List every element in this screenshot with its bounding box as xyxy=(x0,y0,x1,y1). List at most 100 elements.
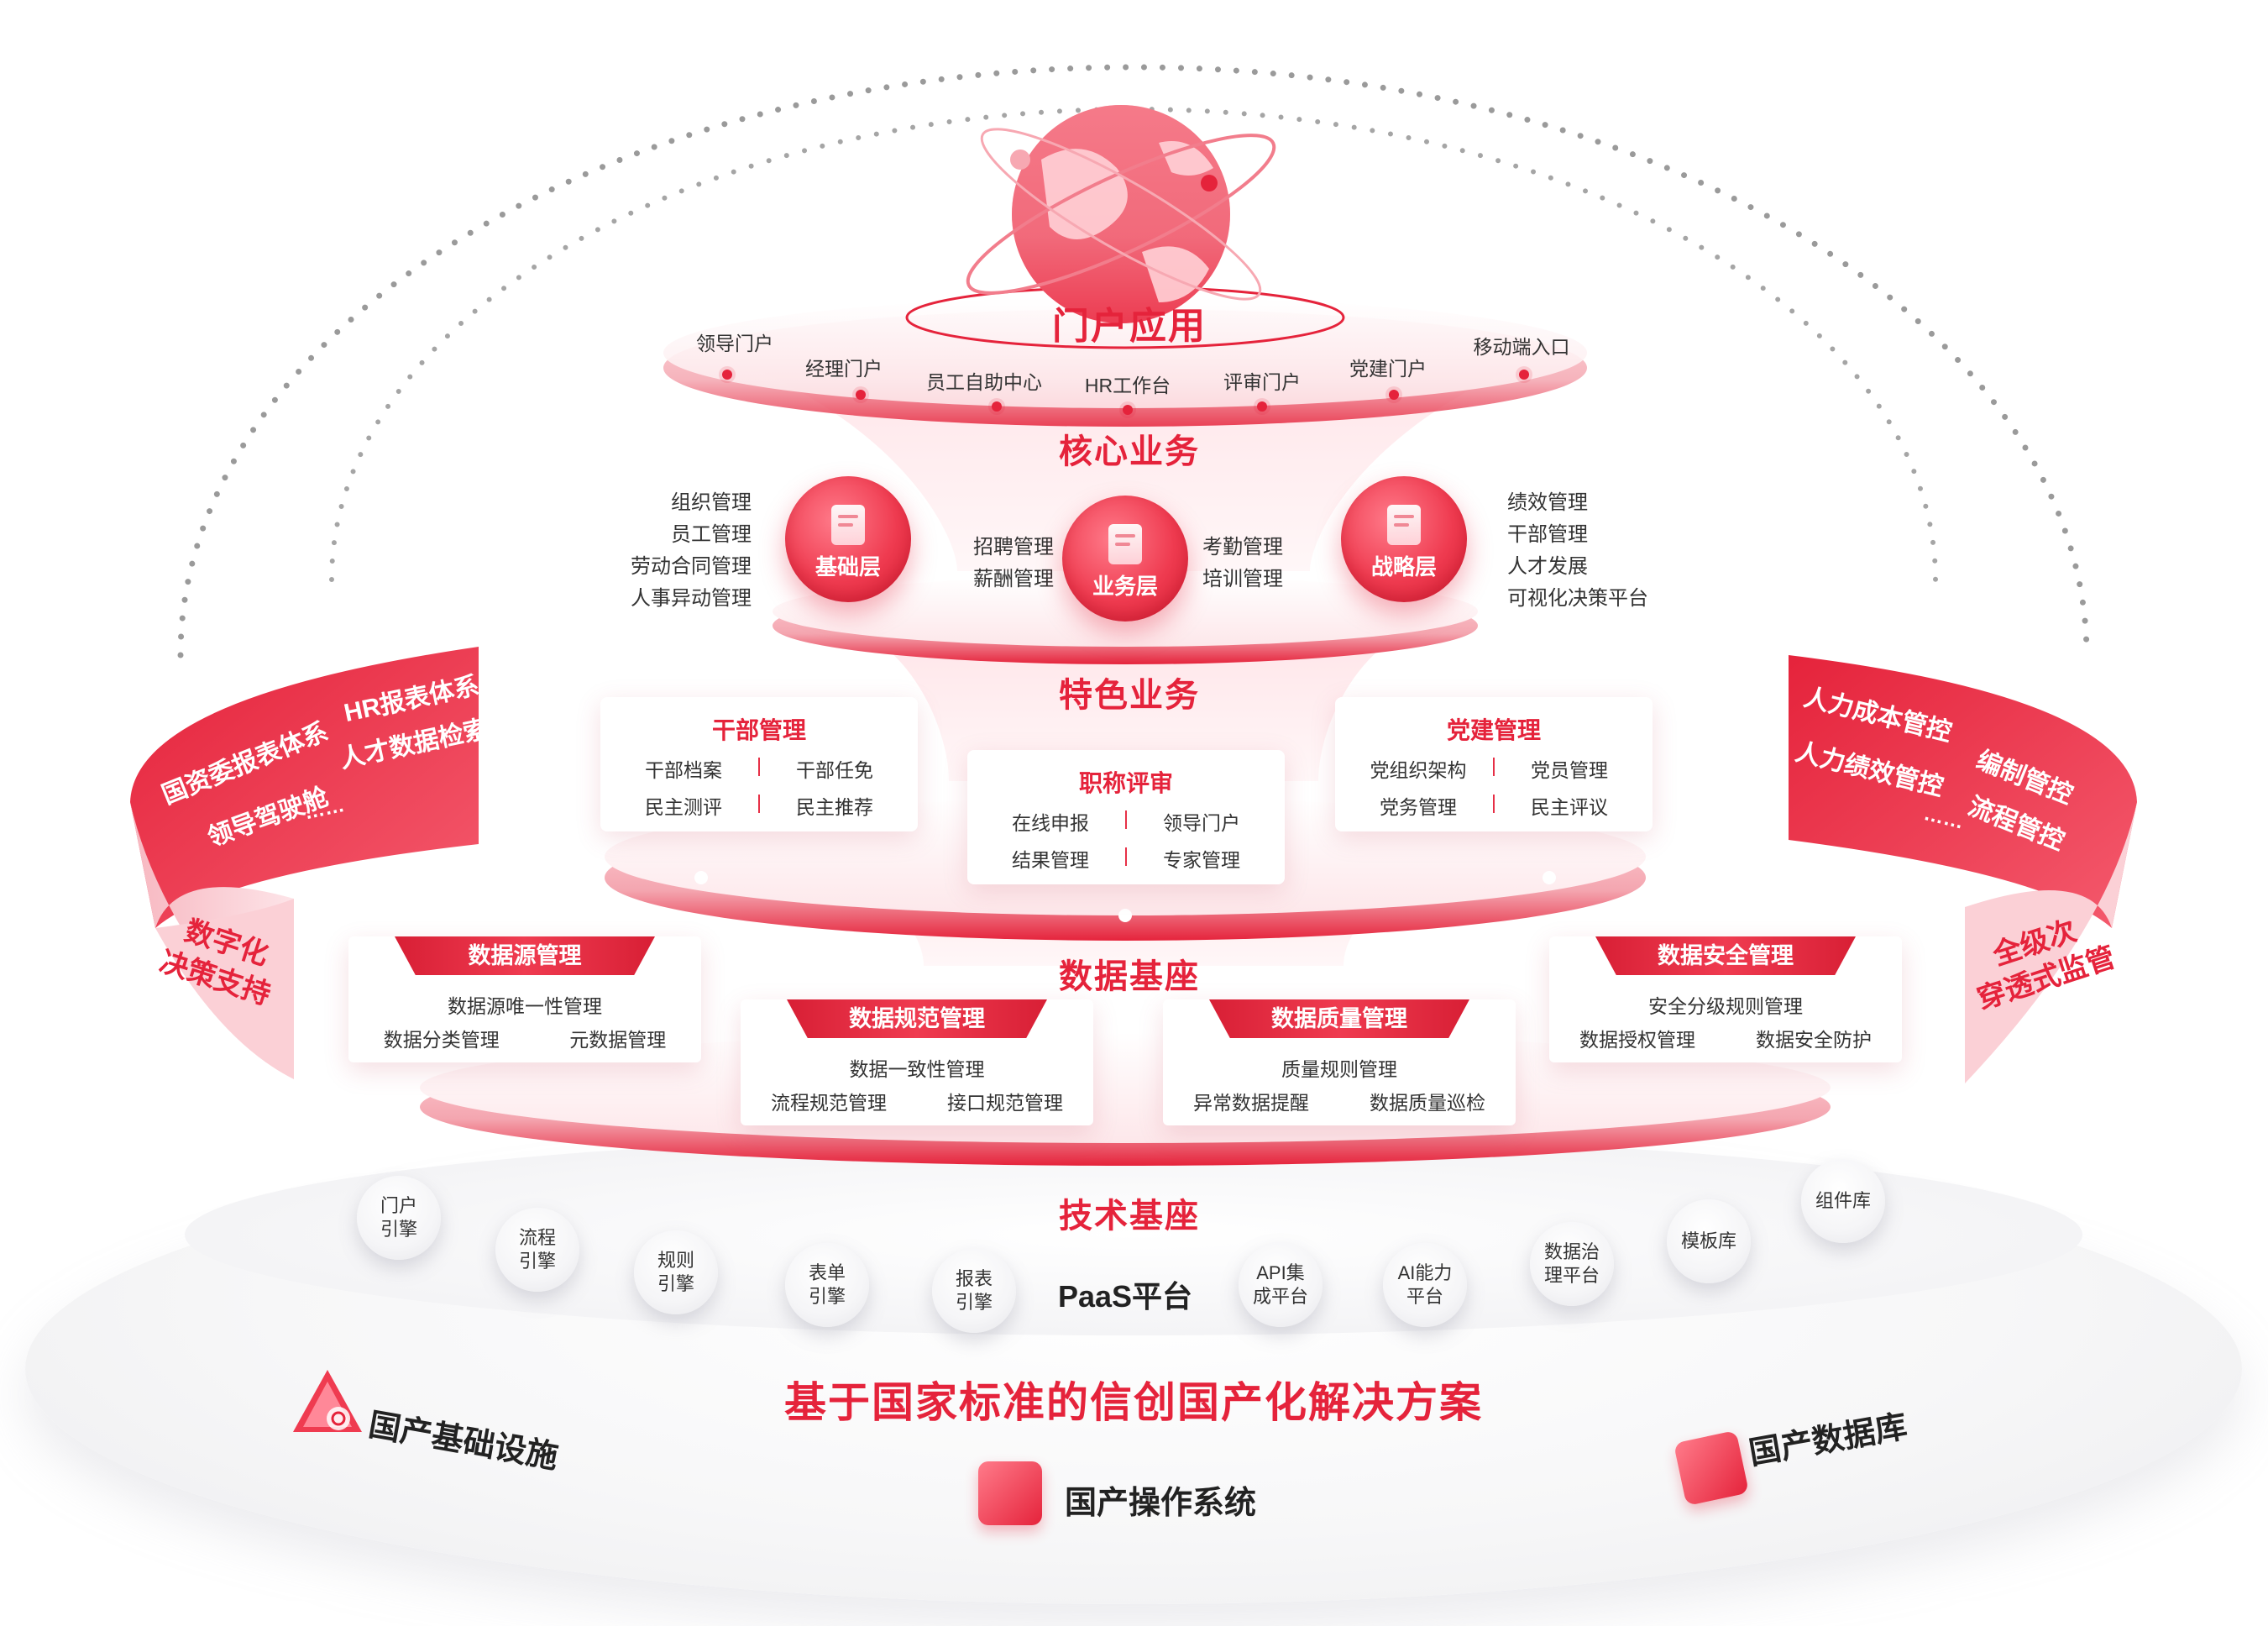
card-item[interactable]: 民主评议 xyxy=(1531,796,1608,818)
separator: | xyxy=(757,754,762,776)
card-item[interactable]: 异常数据提醒 xyxy=(1193,1092,1309,1114)
portal-hr-workbench[interactable]: HR工作台 xyxy=(1084,375,1171,396)
card-item[interactable]: 接口规范管理 xyxy=(947,1092,1063,1114)
portal-party-building[interactable]: 党建门户 xyxy=(1349,358,1427,380)
api-integration-platform[interactable]: API集 成平台 xyxy=(1239,1243,1323,1327)
portal-manager[interactable]: 经理门户 xyxy=(805,358,883,380)
database-checklist-icon xyxy=(1673,1429,1750,1507)
data-governance-platform[interactable]: 数据治 理平台 xyxy=(1530,1222,1614,1306)
data-card-quality[interactable]: 数据质量管理 质量规则管理 异常数据提醒 数据质量巡检 xyxy=(1163,999,1516,1125)
feature-card-cadre[interactable]: 干部管理 干部档案|干部任免 民主测评|民主推荐 xyxy=(600,697,918,831)
item-attendance[interactable]: 考勤管理 xyxy=(1202,536,1283,559)
card-item[interactable]: 专家管理 xyxy=(1163,849,1240,871)
tech-foundation-title: 技术基座 xyxy=(1059,1198,1200,1235)
card-banner: 数据质量管理 xyxy=(1209,999,1469,1038)
card-item[interactable]: 结果管理 xyxy=(1012,849,1089,871)
paas-platform-label: PaaS平台 xyxy=(1057,1279,1193,1314)
data-card-standard[interactable]: 数据规范管理 数据一致性管理 流程规范管理 接口规范管理 xyxy=(741,999,1093,1125)
card-banner: 数据安全管理 xyxy=(1595,936,1856,975)
portal-dot xyxy=(856,390,866,400)
portal-dot xyxy=(992,401,1002,412)
portal-dot xyxy=(1519,370,1529,380)
portal-dot xyxy=(1389,390,1399,400)
business-layer-right-list: 考勤管理 培训管理 xyxy=(1202,532,1328,595)
business-layer-label: 业务层 xyxy=(1092,574,1158,599)
card-item[interactable]: 流程规范管理 xyxy=(771,1092,887,1114)
portal-mobile[interactable]: 移动端入口 xyxy=(1473,336,1570,358)
card-item[interactable]: 党员管理 xyxy=(1531,759,1608,781)
portal-review[interactable]: 评审门户 xyxy=(1223,371,1301,393)
card-item[interactable]: 数据源唯一性管理 xyxy=(448,995,602,1017)
warning-triangle-icon xyxy=(293,1370,362,1432)
item-compensation[interactable]: 薪酬管理 xyxy=(973,568,1054,590)
item-labor-contract[interactable]: 劳动合同管理 xyxy=(631,555,752,578)
document-icon xyxy=(1387,505,1421,545)
item-employee-management[interactable]: 员工管理 xyxy=(671,523,752,546)
business-layer-left-list: 招聘管理 薪酬管理 xyxy=(932,532,1054,595)
item-performance[interactable]: 绩效管理 xyxy=(1507,491,1588,514)
card-item[interactable]: 民主推荐 xyxy=(796,796,873,818)
data-foundation-title: 数据基座 xyxy=(1059,958,1200,995)
item-personnel-change[interactable]: 人事异动管理 xyxy=(631,587,752,610)
foundation-layer-circle[interactable]: 基础层 xyxy=(785,476,911,602)
card-item[interactable]: 元数据管理 xyxy=(569,1029,667,1051)
card-item[interactable]: 干部任免 xyxy=(796,759,873,781)
data-card-security[interactable]: 数据安全管理 安全分级规则管理 数据授权管理 数据安全防护 xyxy=(1549,936,1902,1062)
card-item[interactable]: 安全分级规则管理 xyxy=(1648,995,1803,1017)
card-item[interactable]: 数据一致性管理 xyxy=(849,1058,985,1080)
workflow-engine[interactable]: 流程 引擎 xyxy=(495,1208,579,1292)
card-item[interactable]: 党组织架构 xyxy=(1370,759,1467,781)
card-item[interactable]: 党务管理 xyxy=(1380,796,1457,818)
strategy-layer-circle[interactable]: 战略层 xyxy=(1341,476,1467,602)
business-layer-circle[interactable]: 业务层 xyxy=(1062,496,1188,622)
card-item[interactable]: 数据授权管理 xyxy=(1579,1029,1695,1051)
card-title: 党建管理 xyxy=(1446,717,1541,743)
data-card-source[interactable]: 数据源管理 数据源唯一性管理 数据分类管理 元数据管理 xyxy=(348,936,701,1062)
foundation-layer-list: 组织管理 员工管理 劳动合同管理 人事异动管理 xyxy=(588,487,752,615)
item-training[interactable]: 培训管理 xyxy=(1202,568,1283,590)
form-engine[interactable]: 表单 引擎 xyxy=(785,1243,869,1327)
ai-capability-platform[interactable]: AI能力 平台 xyxy=(1383,1243,1467,1327)
strategy-layer-list: 绩效管理 干部管理 人才发展 可视化决策平台 xyxy=(1507,487,1692,615)
rules-engine[interactable]: 规则 引擎 xyxy=(634,1230,718,1314)
document-icon xyxy=(1108,524,1142,564)
feature-card-title-review[interactable]: 职称评审 在线申报 | 领导门户 结果管理 | 专家管理 xyxy=(967,750,1285,884)
portal-title: 门户应用 xyxy=(1052,306,1207,347)
portal-dot xyxy=(722,370,732,380)
portal-leader[interactable]: 领导门户 xyxy=(696,333,773,354)
item-org-management[interactable]: 组织管理 xyxy=(671,491,752,514)
strategy-layer-label: 战略层 xyxy=(1370,554,1437,580)
template-library[interactable]: 模板库 xyxy=(1667,1199,1751,1283)
item-talent-development[interactable]: 人才发展 xyxy=(1507,555,1588,578)
globe-icon xyxy=(966,105,1276,323)
item-recruitment[interactable]: 招聘管理 xyxy=(973,536,1054,559)
card-banner: 数据规范管理 xyxy=(787,999,1047,1038)
card-item[interactable]: 数据分类管理 xyxy=(383,1029,500,1051)
report-engine[interactable]: 报表 引擎 xyxy=(932,1249,1016,1333)
separator: | xyxy=(1491,754,1496,776)
foundation-layer-label: 基础层 xyxy=(814,554,881,580)
core-business-title: 核心业务 xyxy=(1059,433,1200,470)
card-title: 职称评审 xyxy=(1078,770,1173,796)
separator: | xyxy=(757,791,762,813)
separator: | xyxy=(1124,807,1129,829)
portal-employee-self-service[interactable]: 员工自助中心 xyxy=(926,371,1042,393)
card-item[interactable]: 在线申报 xyxy=(1012,812,1089,834)
document-icon xyxy=(831,505,865,545)
window-network-icon xyxy=(978,1461,1042,1525)
component-library[interactable]: 组件库 xyxy=(1801,1159,1885,1243)
card-item[interactable]: 质量规则管理 xyxy=(1281,1058,1397,1080)
item-cadre-management[interactable]: 干部管理 xyxy=(1507,523,1588,546)
card-item[interactable]: 数据安全防护 xyxy=(1756,1029,1872,1051)
portal-dot xyxy=(1123,405,1133,415)
card-item[interactable]: 民主测评 xyxy=(645,796,722,818)
portal-engine[interactable]: 门户 引擎 xyxy=(357,1176,441,1260)
card-item[interactable]: 领导门户 xyxy=(1163,812,1240,834)
feature-card-party[interactable]: 党建管理 党组织架构|党员管理 党务管理|民主评议 xyxy=(1335,697,1653,831)
card-banner: 数据源管理 xyxy=(395,936,655,975)
separator: | xyxy=(1124,844,1129,866)
card-item[interactable]: 数据质量巡检 xyxy=(1370,1092,1485,1114)
card-item[interactable]: 干部档案 xyxy=(645,759,722,781)
item-visual-decision[interactable]: 可视化决策平台 xyxy=(1507,587,1648,610)
